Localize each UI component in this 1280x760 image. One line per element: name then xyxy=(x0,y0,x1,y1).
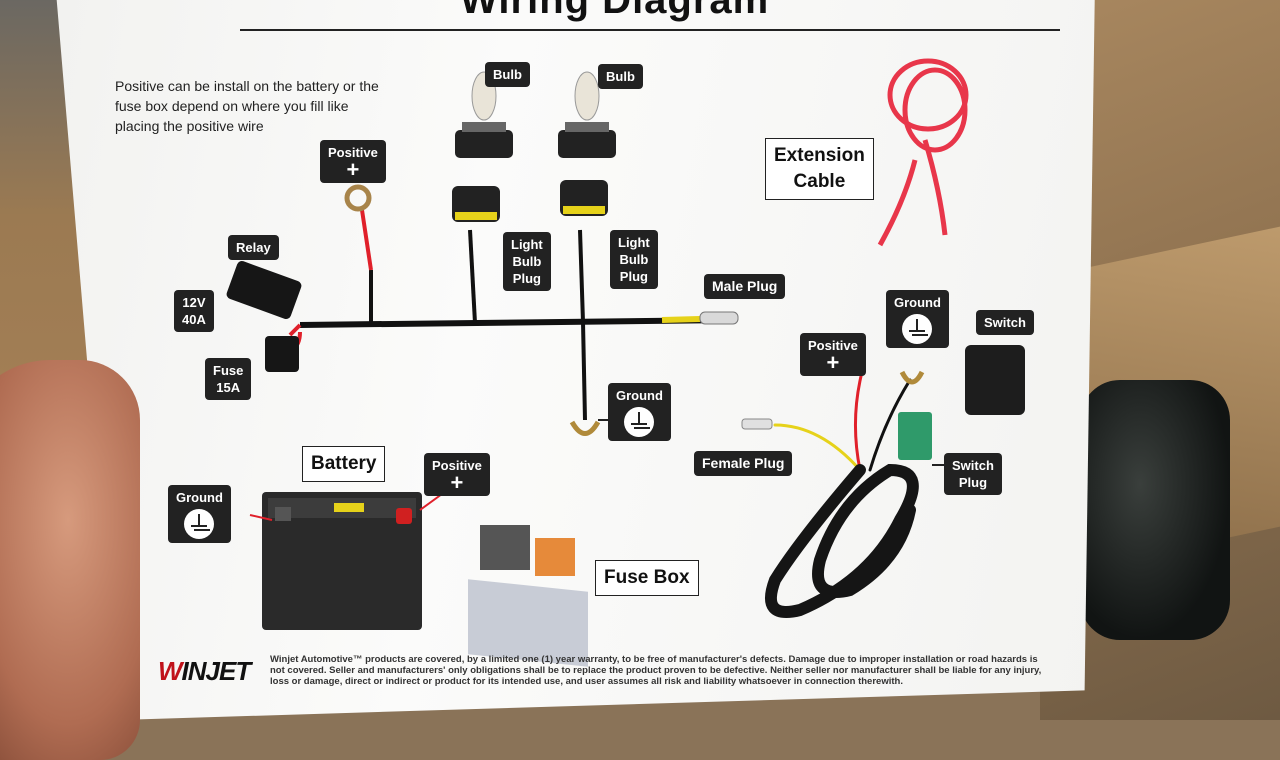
switch-harness xyxy=(741,370,919,618)
male-plug-label: Male Plug xyxy=(704,274,786,299)
fuse-label: Fuse 15A xyxy=(205,358,252,400)
light-bulb-plug-label-right: Light Bulb Plug xyxy=(610,230,658,289)
hand xyxy=(0,360,140,760)
ground-fork-terminal xyxy=(569,420,601,436)
title-rule xyxy=(240,29,1060,31)
female-plug-label: Female Plug xyxy=(694,451,793,476)
light-bulb-plug-right-line1: Light xyxy=(618,235,650,250)
fuse-label-text: Fuse xyxy=(213,363,244,378)
ground-label-switch-text: Ground xyxy=(894,295,941,310)
plus-icon: + xyxy=(450,470,464,495)
extension-cable-coil xyxy=(877,58,969,247)
relay-amperage: 40A xyxy=(182,312,206,327)
positive-label-top-text: Positive xyxy=(328,145,378,160)
positive-ring-terminal xyxy=(344,184,372,212)
positive-label-switch-text: Positive xyxy=(808,338,858,353)
positive-lead-red xyxy=(360,209,373,271)
bulb-label-right: Bulb xyxy=(598,64,643,89)
switch-plug-connector xyxy=(898,412,932,460)
brand-text: INJET xyxy=(181,656,252,686)
right-bulb-lead xyxy=(578,229,585,323)
male-plug-connector xyxy=(699,311,739,325)
ground-label-switch: Ground xyxy=(886,290,949,348)
light-bulb-plug-left-line3: Plug xyxy=(512,271,541,286)
fuse-rating: 15A xyxy=(216,380,241,395)
right-bulb-plug xyxy=(560,180,608,216)
diagram-drawing xyxy=(226,58,1025,667)
battery-label: Battery xyxy=(302,446,386,482)
light-bulb-plug-label-left: Light Bulb Plug xyxy=(503,232,551,291)
positive-label-top: Positive + xyxy=(320,140,386,183)
diagram-title: Wiring Diagram xyxy=(460,0,770,22)
switch-label: Switch xyxy=(976,310,1034,335)
switch-drawing xyxy=(965,345,1025,415)
ground-lead-wire xyxy=(581,321,587,421)
ground-icon xyxy=(902,314,933,344)
fuse-box-drawing xyxy=(468,525,588,667)
bulb-label-left: Bulb xyxy=(485,62,530,87)
fuse-holder xyxy=(265,336,299,372)
switch-plug-line2: Plug xyxy=(958,475,988,490)
positive-label-switch: Positive + xyxy=(800,333,866,376)
winjet-logo: WINJET xyxy=(158,656,252,686)
extension-cable-line2: Cable xyxy=(793,171,846,192)
fuse-box-label: Fuse Box xyxy=(595,560,699,596)
light-bulb-plug-left-line2: Bulb xyxy=(512,254,542,269)
plus-icon: + xyxy=(826,350,840,375)
switch-plug-line1: Switch xyxy=(952,458,994,473)
positive-label-battery: Positive + xyxy=(424,453,490,496)
ground-label-mid-text: Ground xyxy=(616,388,663,403)
relay-label: Relay xyxy=(228,235,279,260)
light-bulb-plug-right-line3: Plug xyxy=(619,269,648,284)
yellow-wire-segment xyxy=(661,316,701,323)
extension-cable-label: Extension Cable xyxy=(765,138,874,200)
ground-label-battery-text: Ground xyxy=(176,490,223,505)
switch-ground-fork xyxy=(899,370,925,385)
ground-icon xyxy=(624,407,655,437)
positive-install-note: Positive can be install on the battery o… xyxy=(115,78,379,134)
light-bulb-plug-right-line2: Bulb xyxy=(619,252,649,267)
switch-plug-label: Switch Plug xyxy=(944,453,1002,495)
relay-rating-label: 12V 40A xyxy=(174,290,214,332)
positive-label-battery-text: Positive xyxy=(432,458,482,473)
extension-cable-line1: Extension xyxy=(774,145,865,166)
light-bulb-plug-left-line1: Light xyxy=(511,237,543,252)
relay-body xyxy=(226,260,302,320)
left-bulb xyxy=(455,71,513,158)
right-bulb xyxy=(558,71,616,158)
battery-drawing xyxy=(262,492,422,630)
left-bulb-plug xyxy=(452,186,500,222)
plus-icon: + xyxy=(346,157,360,182)
dark-bag xyxy=(1080,380,1230,640)
warranty-text: Winjet Automotive™ products are covered,… xyxy=(270,654,1042,687)
ground-label-mid: Ground xyxy=(608,383,671,441)
ground-icon xyxy=(184,509,215,539)
relay-voltage: 12V xyxy=(182,295,206,310)
left-bulb-lead xyxy=(468,229,477,324)
ground-label-battery: Ground xyxy=(168,485,231,543)
